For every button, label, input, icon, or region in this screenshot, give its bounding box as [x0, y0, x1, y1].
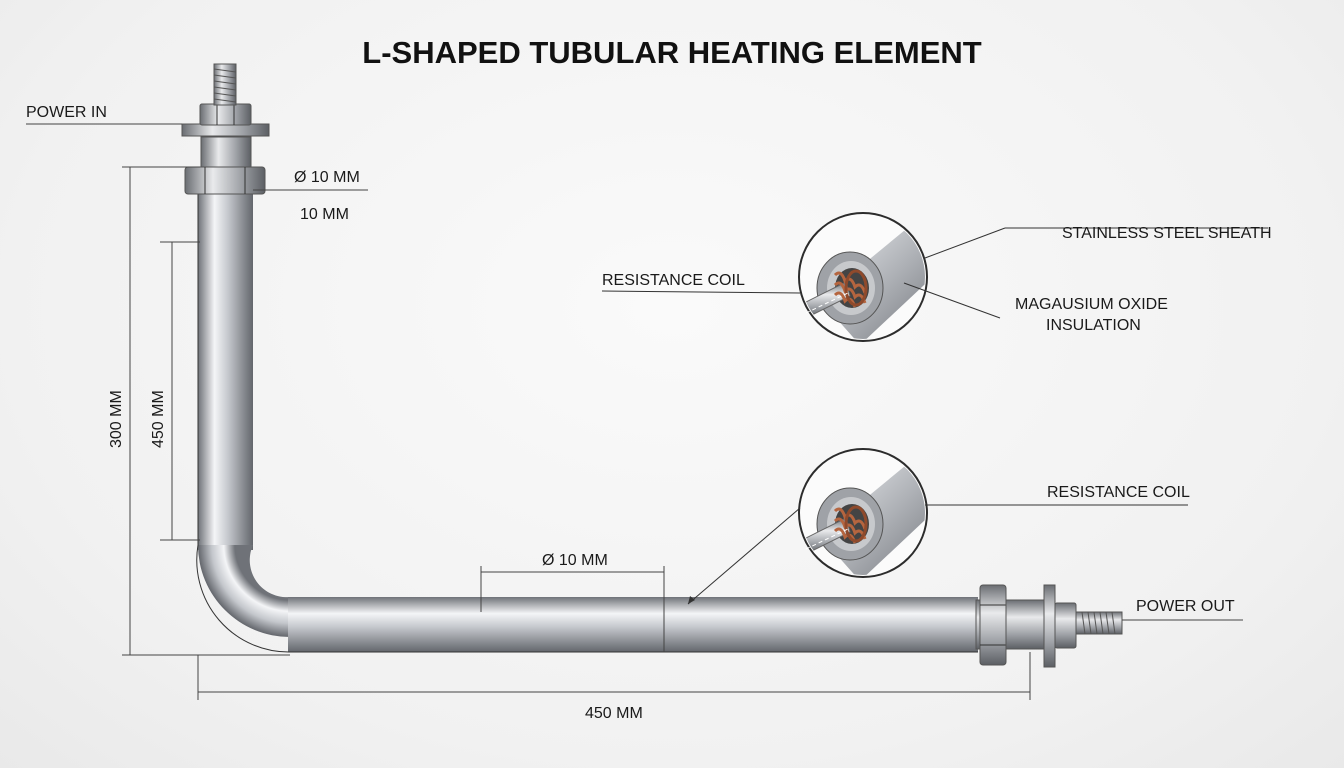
terminal-power-in	[181, 63, 270, 195]
label-resistance-coil-top: RESISTANCE COIL	[602, 272, 745, 289]
label-dim-450-horizontal: 450 MM	[585, 705, 643, 722]
diagram-title: L-SHAPED TUBULAR HEATING ELEMENT	[362, 35, 981, 70]
cross-section-detail-top	[601, 212, 1268, 342]
label-insulation-line2: INSULATION	[1046, 317, 1141, 334]
label-dim-450-vertical: 450 MM	[150, 390, 167, 448]
label-insulation-line1: MAGAUSIUM OXIDE	[1015, 296, 1168, 313]
label-resistance-coil-bottom: RESISTANCE COIL	[1047, 484, 1190, 501]
label-diameter-bottom: Ø 10 MM	[542, 552, 608, 569]
terminal-power-out	[975, 584, 1123, 668]
label-stainless-steel-sheath: STAINLESS STEEL SHEATH	[1062, 225, 1272, 242]
label-size-top: 10 MM	[300, 206, 349, 223]
label-diameter-top: Ø 10 MM	[294, 169, 360, 186]
dimension-lines	[26, 123, 1243, 700]
cross-section-detail-bottom	[687, 448, 1188, 605]
resistance-coil-bottom-drawing	[801, 505, 868, 555]
label-dim-300: 300 MM	[108, 390, 125, 448]
label-power-in: POWER IN	[26, 104, 107, 121]
label-power-out: POWER OUT	[1136, 598, 1235, 615]
heating-element-tube	[196, 190, 978, 653]
resistance-coil-top-drawing	[801, 269, 868, 319]
